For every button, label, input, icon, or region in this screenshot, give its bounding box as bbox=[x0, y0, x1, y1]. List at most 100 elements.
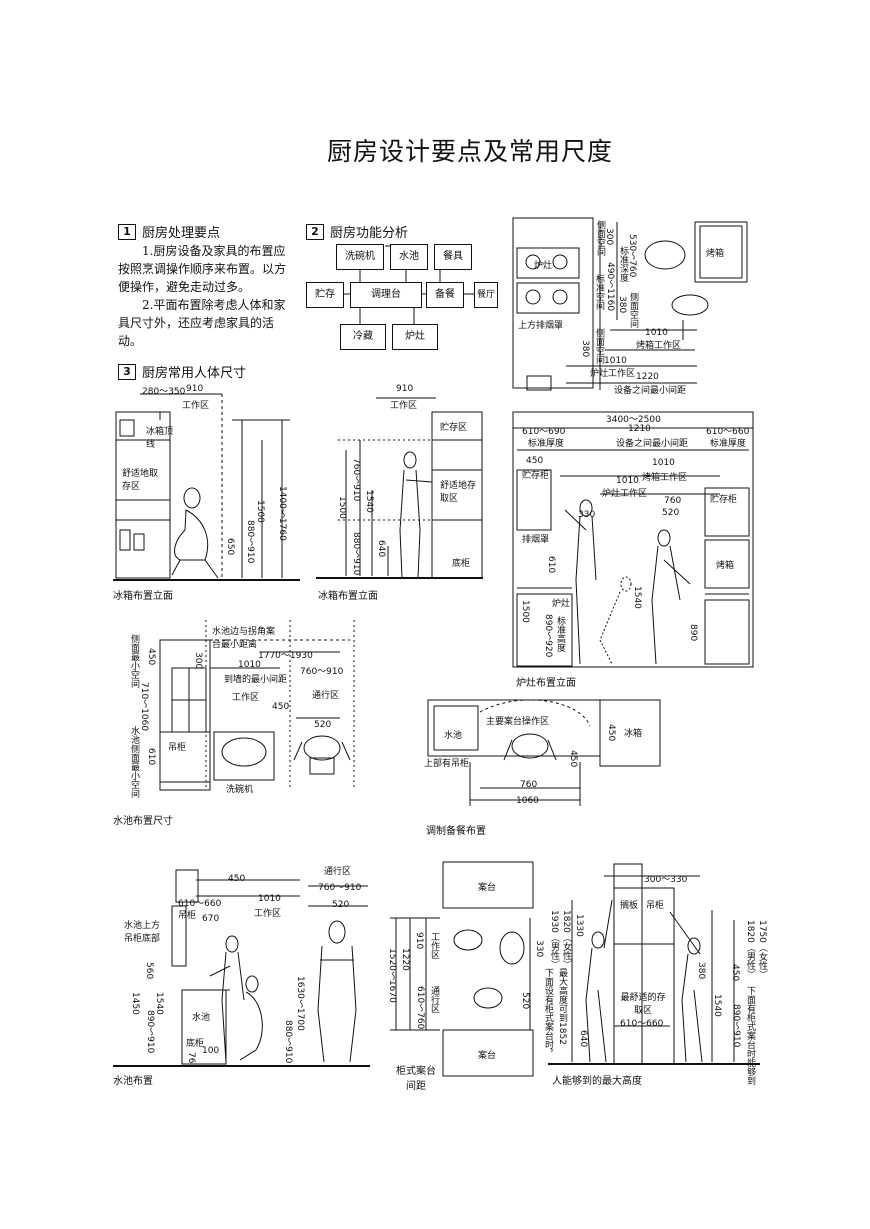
box-serve: 备餐 bbox=[426, 282, 464, 308]
label-std-depth-b: 标准厚度 bbox=[710, 439, 747, 449]
label-std-space: 标准空间 bbox=[594, 274, 604, 310]
label-std-note-1: 下面设有柜式案台时， bbox=[543, 968, 553, 1058]
label-760-k: 760～910 bbox=[300, 667, 344, 677]
caption-fridge-2: 冰箱布置立面 bbox=[318, 591, 378, 602]
section-1-number: 1 bbox=[118, 223, 136, 240]
label-1010b: 1010 bbox=[604, 356, 627, 366]
label-560-se: 560 bbox=[144, 962, 154, 980]
label-storage-cab-2: 贮存柜 bbox=[710, 495, 738, 505]
label-stove-zone: 炉灶工作区 bbox=[590, 369, 636, 379]
label-stove-s: 炉灶 bbox=[552, 599, 571, 609]
label-1520-cg: 1520～1670 bbox=[387, 948, 397, 1003]
label-fridge-top: 冰箱顶线 bbox=[146, 427, 174, 450]
label-wall-cab-mr: 吊柜 bbox=[646, 901, 665, 911]
label-890-mr: 890～910 bbox=[731, 1004, 741, 1048]
label-wall-cab-se: 吊柜 bbox=[178, 911, 197, 921]
label-1500-s: 1500 bbox=[520, 600, 530, 623]
label-base-cabinet: 底柜 bbox=[452, 559, 471, 569]
label-520-se: 520 bbox=[332, 900, 350, 910]
box-sink: 水池 bbox=[390, 244, 428, 270]
label-min-dist: 设备之间最小间距 bbox=[614, 386, 687, 396]
label-450-se: 450 bbox=[228, 874, 246, 884]
label-male-1820: 1820（男性） bbox=[745, 920, 755, 979]
label-760-p: 760 bbox=[520, 780, 538, 790]
label-610b: 610～660 bbox=[706, 427, 750, 437]
label-counter-bottom: 案台 bbox=[478, 1051, 497, 1061]
label-1540-b: 1540 bbox=[364, 490, 374, 513]
caption-stove-elevation: 炉灶布置立面 bbox=[516, 678, 576, 689]
label-sink-p: 水池 bbox=[444, 731, 463, 741]
label-450-s: 450 bbox=[526, 456, 544, 466]
label-std-depth: 标准深度 bbox=[618, 246, 628, 282]
section-3-number: 3 bbox=[118, 363, 136, 380]
label-1220: 1220 bbox=[636, 372, 659, 382]
label-hood-s: 排烟罩 bbox=[522, 535, 550, 545]
caption-fridge-1: 冰箱布置立面 bbox=[113, 591, 173, 602]
label-storage-zone: 贮存区 bbox=[440, 423, 468, 433]
label-450b-k: 450 bbox=[146, 648, 156, 666]
label-1220-cg: 1220 bbox=[400, 948, 410, 971]
label-1400: 1400～1760 bbox=[277, 486, 287, 541]
label-490: 490～1160 bbox=[605, 262, 615, 312]
label-std-depth-a: 标准厚度 bbox=[528, 439, 565, 449]
label-work-zone-k: 工作区 bbox=[232, 693, 260, 703]
label-1500: 1500 bbox=[255, 500, 265, 523]
section-3-title: 厨房常用人体尺寸 bbox=[142, 366, 247, 381]
label-910: 910 bbox=[186, 384, 204, 394]
label-oven-s: 烤箱 bbox=[716, 561, 735, 571]
box-restaurant: 餐厅 bbox=[474, 282, 498, 308]
section-1-point-2: 2.平面布置除考虑人体和家具尺寸外，还应考虑家具的活动。 bbox=[118, 298, 286, 348]
label-330-cg: 330 bbox=[534, 940, 544, 958]
label-100-se: 100 bbox=[202, 1046, 220, 1056]
section-3-heading: 3 厨房常用人体尺寸 bbox=[118, 362, 246, 381]
label-1010a: 1010 bbox=[645, 328, 668, 338]
label-450-mr: 450 bbox=[730, 964, 740, 982]
label-fridge-p: 冰箱 bbox=[624, 729, 643, 739]
label-890-se: 890～910 bbox=[145, 1010, 155, 1054]
label-min-wall: 到墙的最小间距 bbox=[224, 675, 288, 685]
label-pass-zone-k: 通行区 bbox=[312, 691, 340, 701]
label-comfort-zone: 舒适地取存区 bbox=[122, 469, 159, 492]
label-910-b: 910 bbox=[396, 384, 414, 394]
label-1540-s: 1540 bbox=[632, 586, 642, 609]
label-side-space-3: 侧面空间 bbox=[594, 328, 604, 364]
label-380a: 380 bbox=[617, 296, 627, 314]
label-work-zone-b: 工作区 bbox=[390, 401, 418, 411]
label-counter-top: 案台 bbox=[478, 883, 497, 893]
label-male-1930: 1930（男性） bbox=[549, 910, 559, 969]
label-oven-plan: 烤箱 bbox=[706, 249, 725, 259]
label-760-se: 760～910 bbox=[318, 883, 362, 893]
label-pass-zone-se: 通行区 bbox=[324, 867, 352, 877]
section-2-title: 厨房功能分析 bbox=[330, 226, 409, 241]
label-520-s: 520 bbox=[662, 508, 680, 518]
label-work-zone-cg: 工作区 bbox=[429, 932, 439, 959]
label-1450-se: 1450 bbox=[130, 992, 140, 1015]
label-1210: 1210 bbox=[628, 424, 651, 434]
section-1-heading: 1 厨房处理要点 bbox=[118, 222, 220, 241]
label-380-mr: 380 bbox=[696, 962, 706, 980]
label-890-s: 890～920 bbox=[543, 614, 553, 658]
box-dining: 餐具 bbox=[434, 244, 472, 270]
label-610-se: 610～660 bbox=[178, 899, 222, 909]
label-880-b: 880～910 bbox=[351, 532, 361, 576]
label-300: 300 bbox=[604, 228, 614, 246]
caption-max-reach: 人能够到的最大高度 bbox=[552, 1076, 642, 1087]
label-1540-se: 1540 bbox=[154, 992, 164, 1015]
label-330: 330 bbox=[578, 510, 596, 520]
label-wall-cab-k: 吊柜 bbox=[168, 743, 187, 753]
label-sink-se: 水池 bbox=[192, 1013, 211, 1023]
label-sink-cab-bottom: 水池上方吊柜底部 bbox=[124, 921, 161, 944]
box-dishwasher: 洗碗机 bbox=[336, 244, 384, 270]
label-stove-plan: 炉灶 bbox=[534, 261, 553, 271]
label-reach-note: 下面有柜式案台时能够到 bbox=[745, 986, 755, 1085]
label-3400: 3400～2500 bbox=[606, 415, 661, 425]
label-1060-p: 1060 bbox=[516, 796, 539, 806]
label-300-mr: 300～330 bbox=[644, 875, 688, 885]
label-hood: 上方排烟罩 bbox=[518, 321, 564, 331]
label-520-k: 520 bbox=[314, 720, 332, 730]
label-oven-zone-s: 烤箱工作区 bbox=[642, 473, 688, 483]
label-450-k: 450 bbox=[272, 702, 290, 712]
